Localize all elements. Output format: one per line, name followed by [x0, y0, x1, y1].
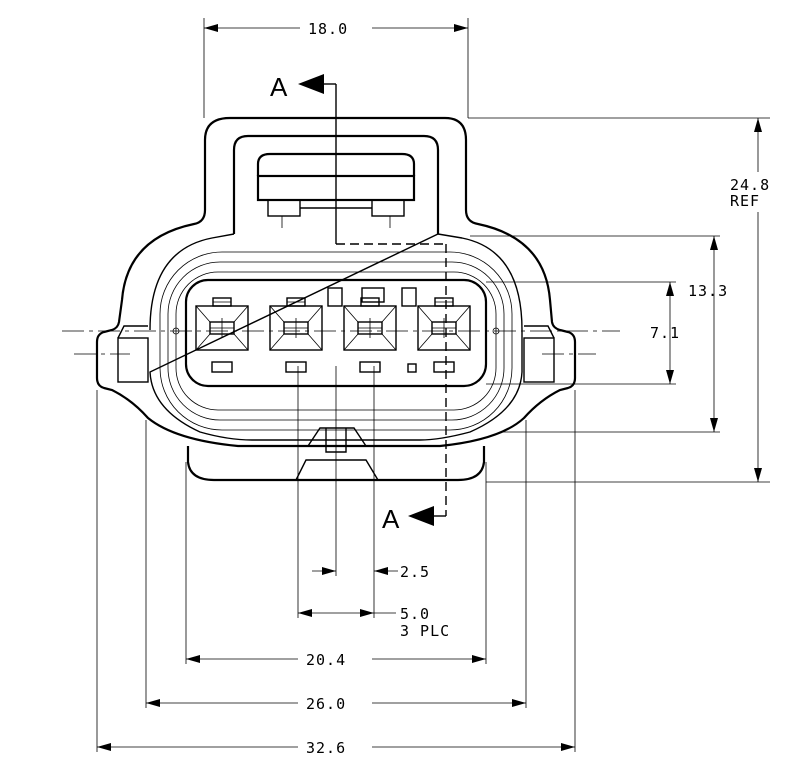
section-arrow-bottom	[408, 506, 434, 526]
terminal-cavity	[269, 297, 323, 373]
dim-height-cavity: 7.1	[650, 324, 680, 342]
dim-height-ref-note: REF	[730, 192, 760, 210]
center-lines	[62, 330, 620, 355]
dim-width-mid: 26.0	[306, 695, 346, 713]
dim-width-inner: 20.4	[306, 651, 346, 669]
terminal-cavity	[195, 297, 249, 373]
dim-pitch-note: 3 PLC	[400, 622, 450, 640]
section-line	[298, 74, 447, 526]
section-arrow-top	[298, 74, 324, 94]
section-label-bottom: A	[382, 504, 400, 534]
terminal-cavity	[343, 297, 397, 373]
dim-pitch: 2.5	[400, 563, 430, 581]
cavity-group	[195, 297, 471, 373]
dim-pitch-total: 5.0	[400, 605, 430, 623]
dim-height-ref: 24.8	[730, 176, 770, 194]
terminal-cavity	[417, 297, 471, 373]
polarizing-ribs	[327, 287, 417, 373]
dimension-lines	[96, 18, 770, 752]
dim-width-overall: 32.6	[306, 739, 346, 757]
dim-height-mid: 13.3	[688, 282, 728, 300]
section-label-top: A	[270, 72, 288, 102]
dim-top-width: 18.0	[308, 20, 348, 38]
